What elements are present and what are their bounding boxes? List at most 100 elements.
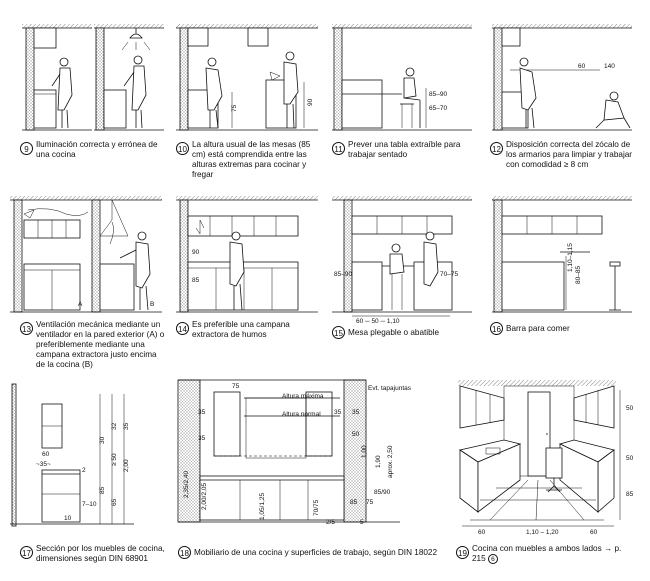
label-tapajuntas: Evt. tapajuntas [368, 385, 412, 392]
dim-18-235-240: 2,35/2,40 [183, 471, 190, 498]
dim-18-200-205: 2,00/2,05 [201, 483, 208, 510]
dim-18-100: 1,00 [361, 445, 368, 458]
dim-18-190: 1,90 [375, 455, 382, 468]
caption-13: Ventilación mecánica mediante un ventila… [36, 320, 165, 369]
dim-15-70-75: 70–75 [440, 271, 458, 278]
dim-19-85: 85 [626, 491, 634, 498]
figure-16: 1,10–1,15 80–85 [492, 196, 632, 313]
caption-18: Mobiliario de una cocina y superficies d… [194, 548, 438, 557]
dim-17-200: 2,00 [123, 459, 130, 472]
person-bending-12a [519, 57, 537, 129]
caption-11: Prever una tabla extraíble para trabajar… [348, 140, 461, 159]
dim-17-10: 10 [64, 515, 72, 522]
figure-11: 85–90 65–70 [332, 24, 472, 131]
figure-19: 50 50 85 60 1,10 – 1,20 60 [458, 380, 634, 536]
dim-15-bottom: 60 ─ 50 ─ 1,10 [356, 318, 400, 325]
dim-19-50a: 50 [626, 405, 634, 412]
dim-16-bottom: 80–85 [575, 266, 582, 284]
dim-18-70-75: 70/75 [313, 499, 320, 516]
caption-9: Iluminación correcta y errónea de una co… [36, 140, 158, 159]
figure-10: 75 90 [176, 24, 318, 131]
caption-16: Barra para comer [506, 324, 570, 333]
dim-16-top: 1,10–1,15 [567, 243, 574, 272]
dim-10-75: 75 [231, 104, 238, 112]
person-cook-9b [123, 55, 147, 129]
fig-number-18: 18 [178, 546, 191, 559]
label-altura-normal: Altura normal [282, 411, 321, 418]
dim-17-60: 60 [42, 451, 50, 458]
dim-19-110-120: 1,10 – 1,20 [526, 529, 559, 536]
dim-19-50b: 50 [626, 455, 634, 462]
dim-17-32: 32 [111, 422, 118, 430]
dim-18-75: 75 [232, 383, 240, 390]
caption-17: Sección por los muebles de cocina, dimen… [36, 544, 165, 563]
dim-17-85: 85 [99, 486, 106, 494]
caption-10: La altura usual de las mesas (85 cm) est… [192, 140, 311, 179]
dim-11-65-70: 65–70 [429, 105, 447, 112]
dim-18-250: aprox. 2,50 [387, 445, 394, 478]
dim-17-7-10: 7–10 [82, 501, 97, 508]
dim-18-75b: 75 [366, 499, 374, 506]
dim-18-2-5: 2/5 [326, 519, 335, 526]
caption-19: Cocina con muebles a ambos lados → p. 21… [472, 544, 622, 564]
ceiling-lamp-icon [121, 28, 151, 51]
caption-15: Mesa plegable o abatible [348, 328, 440, 337]
dim-18-105-125: 1,05/1,25 [259, 493, 266, 520]
dim-17-35: 35 [123, 422, 130, 430]
label-13-b: B [150, 301, 154, 308]
fig-number-12: 12 [490, 142, 503, 155]
person-cook-13 [119, 231, 151, 311]
label-13-a: A [78, 301, 83, 308]
person-standing-15 [423, 231, 439, 287]
dim-17-30: 30 [99, 436, 106, 444]
fig-number-11: 11 [332, 142, 345, 155]
dim-15-85-90: 85–90 [334, 271, 352, 278]
dim-17-50: ≥ 50 [111, 453, 118, 466]
label-altura-maxima: Altura máxima [282, 393, 324, 400]
fig-number-19: 19 [456, 546, 469, 559]
figure-17: 30 32 35 ≥ 50 2,00 85 65 60 ~35~ 2 7–10 … [10, 383, 134, 527]
figure-15: 85–90 70–75 60 ─ 50 ─ 1,10 [332, 196, 472, 325]
caption-12: Disposición correcta del zócalo de los a… [506, 140, 633, 169]
dim-12-60: 60 [578, 63, 586, 70]
dim-11-85-90: 85–90 [429, 91, 447, 98]
dim-18-35c: 35 [334, 409, 342, 416]
person-cook-14 [229, 231, 245, 311]
person-seated-15 [389, 243, 405, 310]
fig-number-15: 15 [332, 326, 345, 339]
fig-number-17: 17 [20, 546, 33, 559]
dim-14-85: 85 [192, 277, 200, 284]
caption-19-text: Cocina con muebles a ambos lados → p. 21… [472, 544, 622, 563]
fig-number-13: 13 [20, 322, 33, 335]
dim-17-65: 65 [111, 498, 118, 506]
dim-14-90: 90 [192, 249, 200, 256]
dim-18-35a: 35 [198, 409, 206, 416]
figure-12: 60 140 [492, 24, 632, 131]
person-washer-10b [269, 51, 299, 129]
person-kneeling-12b [595, 91, 631, 129]
figure-14: 90 85 [176, 196, 318, 313]
fig-number-10: 10 [176, 142, 189, 155]
person-seated-11 [400, 67, 421, 128]
dim-18-35d: 35 [352, 409, 360, 416]
dim-12-140: 140 [604, 63, 615, 70]
figure-18: Altura máxima Altura normal Evt. tapajun… [177, 379, 412, 526]
figure-13: A B [10, 196, 162, 313]
caption-14: Es preferible una campana extractora de … [192, 320, 290, 339]
dim-17-2: 2 [82, 467, 86, 474]
dim-18-50: 50 [352, 431, 360, 438]
dim-10-90: 90 [307, 98, 314, 106]
dim-17-35b: ~35~ [36, 461, 51, 468]
dim-18-35b: 35 [198, 435, 206, 442]
dim-19-60a: 60 [478, 529, 486, 536]
person-cook-9a [51, 57, 73, 129]
fig-number-9: 9 [20, 142, 33, 155]
dim-19-60b: 60 [590, 529, 598, 536]
person-cook-10a [205, 57, 223, 129]
bar-stool-icon [609, 261, 621, 311]
fig-number-16: 16 [490, 322, 503, 335]
dim-18-85-90: 85/90 [374, 489, 391, 496]
swivel-stool-icon [545, 447, 563, 493]
ref-circle: 6 [487, 554, 498, 564]
